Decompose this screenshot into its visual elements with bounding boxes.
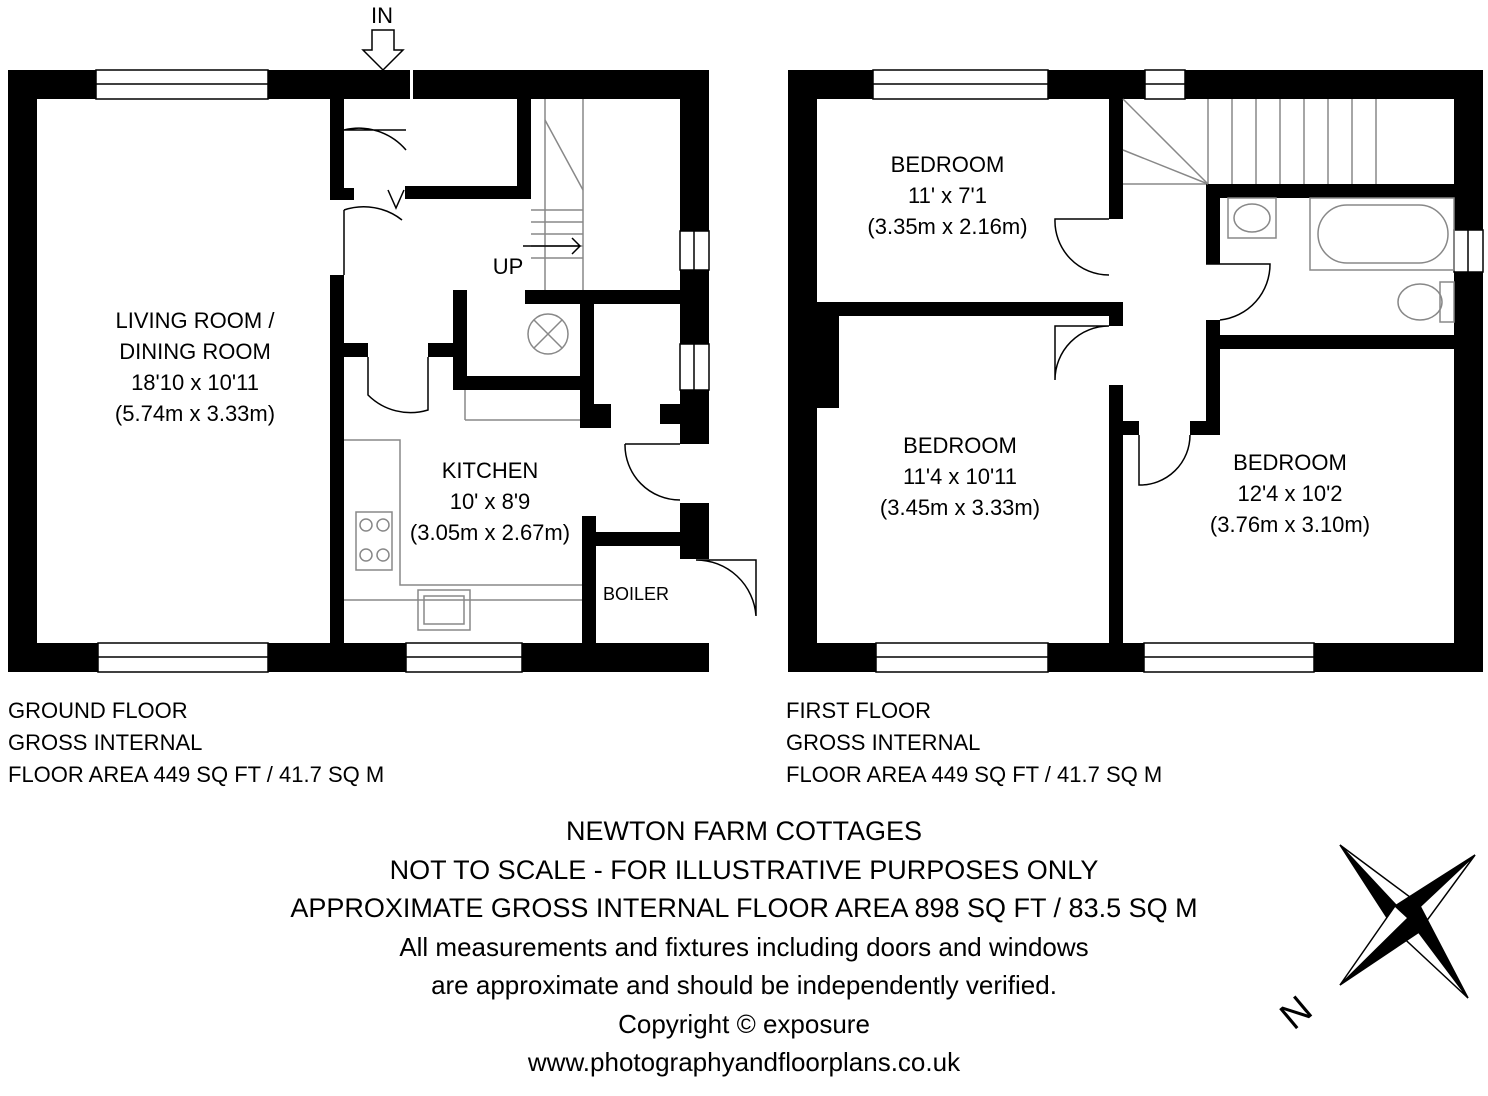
room-dimensions-metric: (3.05m x 2.67m) — [409, 520, 571, 545]
room-dimensions-imperial: 11'4 x 10'11 — [902, 464, 1017, 489]
room-name: BEDROOM — [1233, 450, 1347, 475]
room-dimensions-imperial: 10' x 8'9 — [449, 489, 531, 514]
room-name: KITCHEN — [441, 458, 539, 483]
ground-floor-exterior-walls — [8, 70, 709, 672]
ground-floor-area: GROUND FLOOR GROSS INTERNAL FLOOR AREA 4… — [8, 695, 384, 791]
area-line: FIRST FLOOR — [786, 698, 932, 723]
first-floor-interior-walls — [817, 99, 1454, 645]
room-name: BEDROOM — [890, 152, 1005, 177]
room-dimensions-metric: (3.45m x 3.33m) — [879, 495, 1041, 520]
room-label-boiler: BOILER — [602, 584, 670, 604]
first-floor-doors — [1054, 218, 1271, 486]
ground-floor-fittings — [344, 99, 584, 631]
property-name: NEWTON FARM COTTAGES — [565, 816, 922, 846]
room-dimensions-imperial: 12'4 x 10'2 — [1237, 481, 1343, 506]
room-dimensions-metric: (3.35m x 2.16m) — [867, 214, 1028, 239]
room-label-kitchen: KITCHEN 10' x 8'9 (3.05m x 2.67m) — [390, 455, 590, 548]
stair-arrow-icon — [523, 237, 582, 255]
stairs-up-label: UP — [492, 254, 524, 279]
ground-floor-plan — [8, 29, 757, 673]
room-label-bedroom-3: BEDROOM 12'4 x 10'2 (3.76m x 3.10m) — [1185, 447, 1395, 540]
first-floor-fittings — [1122, 98, 1455, 323]
first-floor-exterior-walls — [788, 70, 1483, 672]
total-area: APPROXIMATE GROSS INTERNAL FLOOR AREA 89… — [290, 893, 1198, 923]
ground-floor-windows — [95, 69, 710, 673]
room-label-living-room: LIVING ROOM / DINING ROOM 18'10 x 10'11 … — [60, 305, 330, 429]
disclaimer-line: All measurements and fixtures including … — [399, 931, 1089, 962]
website-url: www.photographyandfloorplans.co.uk — [527, 1047, 961, 1077]
room-name: DINING ROOM — [119, 339, 271, 364]
area-line: GROUND FLOOR — [8, 698, 188, 723]
room-dimensions-metric: (3.76m x 3.10m) — [1209, 512, 1371, 537]
ground-floor-interior-walls — [330, 70, 685, 645]
room-label-bedroom-2: BEDROOM 11'4 x 10'11 (3.45m x 3.33m) — [850, 430, 1070, 523]
entrance-label: IN — [371, 3, 393, 28]
room-dimensions-metric: (5.74m x 3.33m) — [114, 401, 276, 426]
first-floor-plan — [788, 69, 1484, 673]
room-dimensions-imperial: 11' x 7'1 — [908, 183, 987, 208]
north-compass-icon — [1339, 844, 1476, 999]
ground-floor-doors — [343, 127, 757, 617]
room-label-bedroom-1: BEDROOM 11' x 7'1 (3.35m x 2.16m) — [840, 149, 1055, 242]
room-dimensions-imperial: 18'10 x 10'11 — [131, 370, 259, 395]
copyright: Copyright © exposure — [618, 1008, 870, 1039]
room-name: LIVING ROOM / — [115, 308, 275, 333]
disclaimer-line: are approximate and should be independen… — [431, 970, 1057, 1000]
area-line: FLOOR AREA 449 SQ FT / 41.7 SQ M — [8, 762, 385, 787]
area-line: GROSS INTERNAL — [786, 730, 981, 755]
footer-notes: NEWTON FARM COTTAGES NOT TO SCALE - FOR … — [0, 812, 1488, 1082]
first-floor-area: FIRST FLOOR GROSS INTERNAL FLOOR AREA 44… — [786, 695, 1162, 791]
area-line: GROSS INTERNAL — [8, 730, 203, 755]
scale-note: NOT TO SCALE - FOR ILLUSTRATIVE PURPOSES… — [389, 854, 1099, 885]
hall-arrow-icon — [387, 189, 405, 210]
entrance-arrow-icon — [361, 29, 405, 72]
area-line: FLOOR AREA 449 SQ FT / 41.7 SQ M — [786, 762, 1163, 787]
room-name: BEDROOM — [903, 433, 1017, 458]
